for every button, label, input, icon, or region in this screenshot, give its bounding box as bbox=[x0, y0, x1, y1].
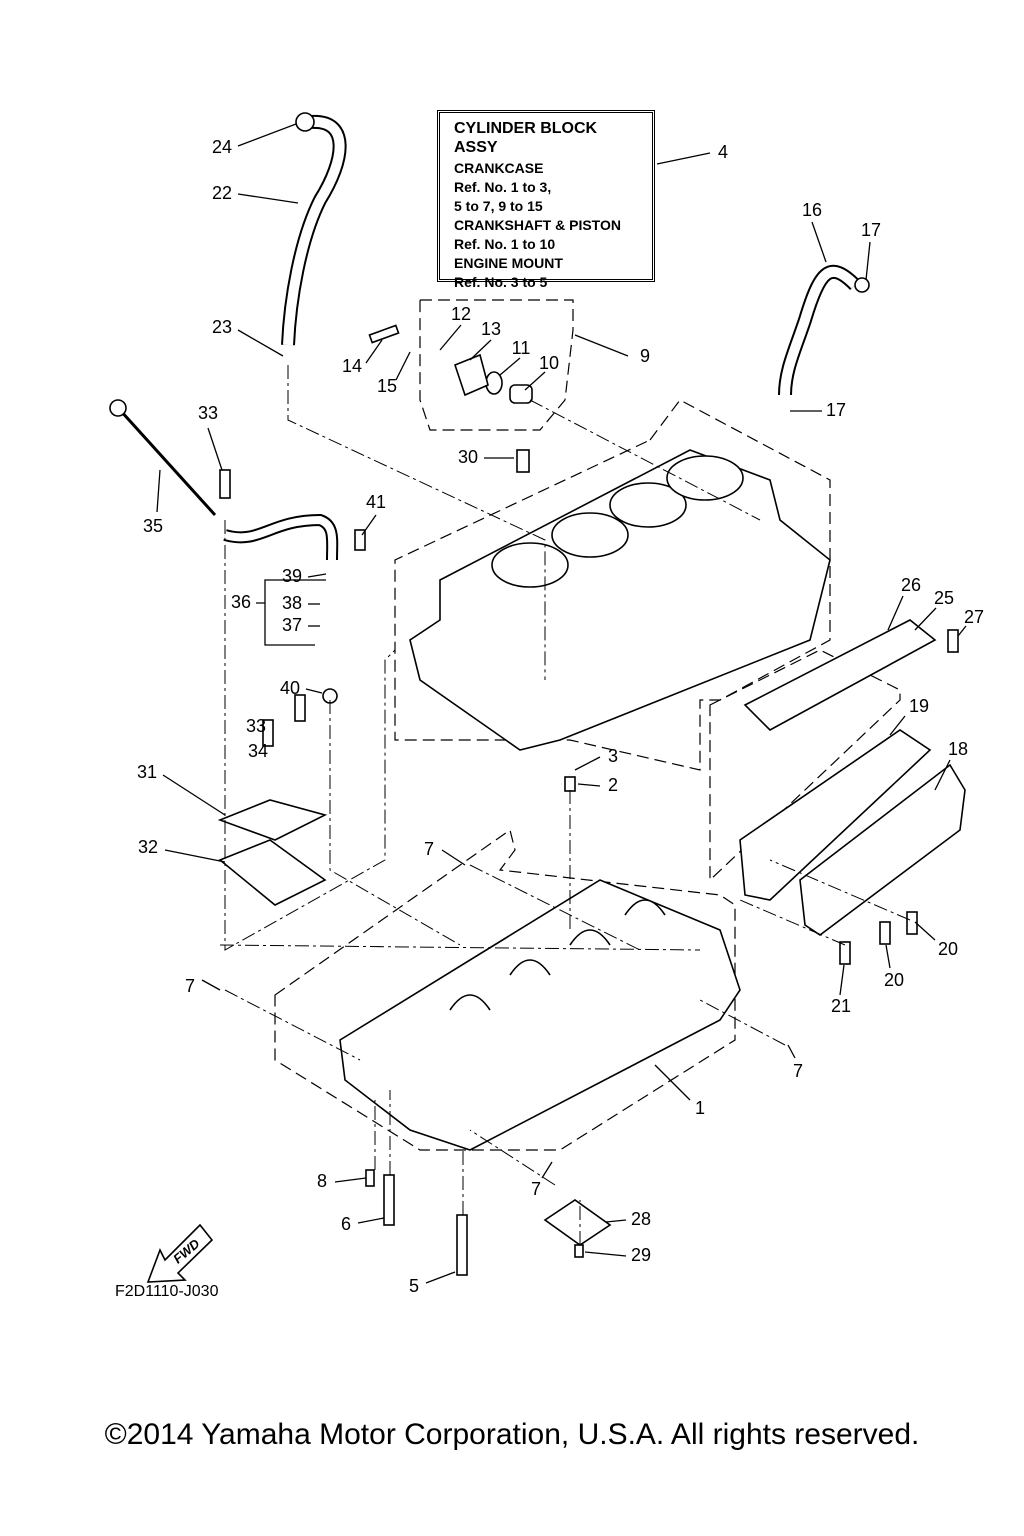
callout: 33 bbox=[246, 716, 266, 736]
plate-31 bbox=[217, 799, 328, 841]
cylinder-bores bbox=[491, 455, 744, 588]
info-box-line: Ref. No. 1 to 10 bbox=[454, 236, 556, 252]
callout: 20 bbox=[884, 970, 904, 990]
bolts bbox=[219, 469, 959, 1276]
callout: 20 bbox=[938, 939, 958, 959]
clamp-17a bbox=[854, 277, 870, 293]
callout: 27 bbox=[964, 607, 984, 627]
callout: 6 bbox=[341, 1214, 351, 1234]
callout: 15 bbox=[377, 376, 397, 396]
callout: 30 bbox=[458, 447, 478, 467]
callout: 1 bbox=[695, 1098, 705, 1118]
hose-22 bbox=[281, 115, 347, 346]
clamp-24 bbox=[295, 112, 315, 132]
callout: 29 bbox=[631, 1245, 651, 1265]
cylinder-block bbox=[409, 449, 831, 751]
info-box-line: ENGINE MOUNT bbox=[454, 255, 563, 271]
callout: 7 bbox=[424, 839, 434, 859]
callout: 37 bbox=[282, 615, 302, 635]
seal-11 bbox=[485, 371, 503, 395]
cover-18 bbox=[799, 763, 966, 936]
callout: 17 bbox=[826, 400, 846, 420]
diagram-code: F2D1110-J030 bbox=[115, 1283, 219, 1300]
info-box: CYLINDER BLOCK ASSY CRANKCASE Ref. No. 1… bbox=[437, 110, 655, 290]
callout: 34 bbox=[248, 741, 268, 761]
callout: 21 bbox=[831, 996, 851, 1016]
info-box-line: 5 to 7, 9 to 15 bbox=[454, 198, 543, 214]
gasket-19 bbox=[739, 729, 932, 901]
callout: 18 bbox=[948, 739, 968, 759]
callout: 33 bbox=[198, 403, 218, 423]
callout: 26 bbox=[901, 575, 921, 595]
dowel-30 bbox=[516, 449, 530, 473]
callout: 4 bbox=[718, 142, 728, 162]
callout: 35 bbox=[143, 516, 163, 536]
callout: 31 bbox=[137, 762, 157, 782]
callout: 7 bbox=[793, 1061, 803, 1081]
callout: 13 bbox=[481, 319, 501, 339]
callout: 17 bbox=[861, 220, 881, 240]
callout: 10 bbox=[539, 353, 559, 373]
callout-labels: 24 22 23 14 15 12 13 11 10 9 4 16 17 17 … bbox=[137, 137, 984, 1296]
callout: 8 bbox=[317, 1171, 327, 1191]
callout: 28 bbox=[631, 1209, 651, 1229]
callout: 19 bbox=[909, 696, 929, 716]
callout: 7 bbox=[185, 976, 195, 996]
callout: 41 bbox=[366, 492, 386, 512]
callout: 24 bbox=[212, 137, 232, 157]
callout: 32 bbox=[138, 837, 158, 857]
callout: 16 bbox=[802, 200, 822, 220]
bearing-saddles bbox=[449, 899, 666, 1011]
callout: 25 bbox=[934, 588, 954, 608]
callout: 38 bbox=[282, 593, 302, 613]
group-outline-cover bbox=[709, 649, 901, 882]
crankcase bbox=[339, 879, 741, 1151]
dipstick-35 bbox=[118, 408, 217, 517]
fwd-arrow-icon: FWD bbox=[146, 1223, 214, 1283]
group-outline-9 bbox=[419, 299, 574, 431]
holder-13 bbox=[454, 353, 489, 397]
callout: 9 bbox=[640, 346, 650, 366]
callout: 14 bbox=[342, 356, 362, 376]
callout: 2 bbox=[608, 775, 618, 795]
callout: 22 bbox=[212, 183, 232, 203]
callout: 40 bbox=[280, 678, 300, 698]
callout: 7 bbox=[531, 1179, 541, 1199]
bolt-14 bbox=[368, 324, 400, 344]
callout: 11 bbox=[512, 338, 531, 358]
callout: 5 bbox=[409, 1276, 419, 1296]
part-10 bbox=[509, 384, 533, 404]
info-box-title: CYLINDER BLOCK ASSY bbox=[454, 120, 598, 156]
callout: 36 bbox=[231, 592, 251, 612]
callout: 23 bbox=[212, 317, 232, 337]
info-box-line: Ref. No. 3 to 5 bbox=[454, 274, 548, 290]
info-box-line: Ref. No. 1 to 3, bbox=[454, 179, 552, 195]
plate-28 bbox=[543, 1199, 612, 1246]
copyright: ©2014 Yamaha Motor Corporation, U.S.A. A… bbox=[104, 1418, 920, 1451]
leader-lines bbox=[156, 123, 967, 1284]
gasket-32 bbox=[218, 839, 327, 906]
info-box-line: CRANKCASE bbox=[454, 160, 544, 176]
callout: 12 bbox=[451, 304, 471, 324]
callout: 3 bbox=[608, 746, 618, 766]
info-box-line: CRANKSHAFT & PISTON bbox=[454, 217, 621, 233]
callout: 39 bbox=[282, 566, 302, 586]
group-outline-cylinder bbox=[394, 399, 831, 771]
alignment-lines bbox=[219, 365, 911, 1245]
cover-26 bbox=[743, 619, 937, 731]
